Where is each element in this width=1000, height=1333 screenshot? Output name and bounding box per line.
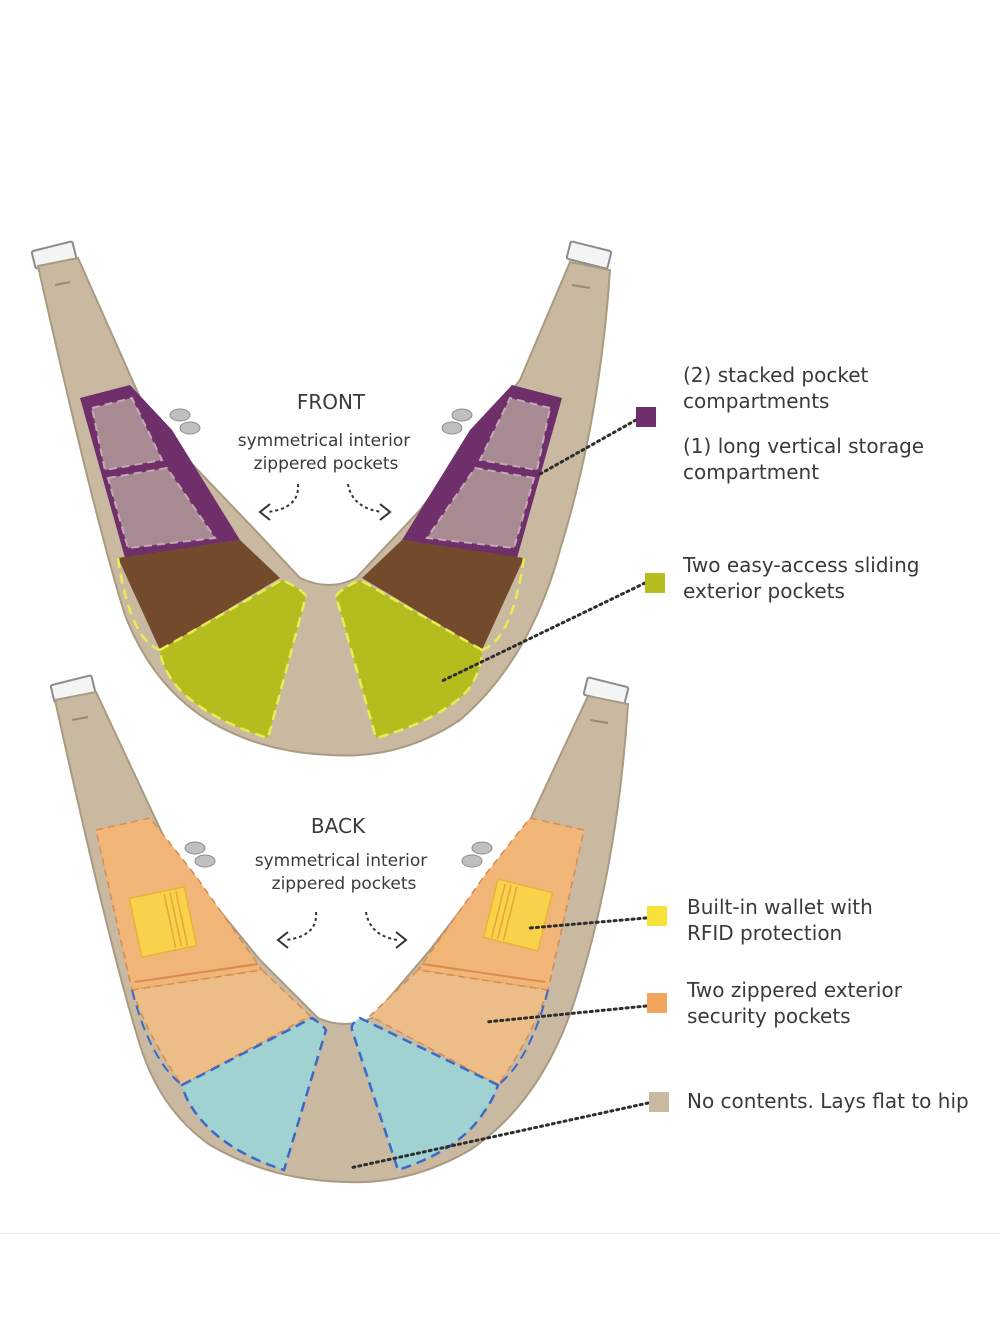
back-left-teal-pocket — [180, 1016, 328, 1172]
back-right-orange-lower — [368, 969, 550, 1086]
back-right-teal-pocket — [350, 1016, 500, 1172]
legend-wallet-line1: Built-in wallet with — [687, 895, 873, 919]
front-right-lower-pocket — [425, 466, 536, 550]
front-title: FRONT — [297, 390, 366, 414]
front-left-arrowhead — [258, 503, 271, 521]
back-right-arrowhead — [395, 931, 408, 949]
leader-flat — [348, 1101, 650, 1170]
leader-purple — [538, 418, 638, 476]
legend-vertical-line2: compartment — [683, 460, 820, 484]
back-right-arrow — [365, 911, 399, 941]
legend-swatch-lime — [645, 573, 665, 593]
front-right-lime-edge — [481, 557, 526, 652]
back-left-zip-line — [134, 963, 259, 983]
back-left-blue-edge — [131, 989, 183, 1086]
legend-stacked-line2: compartments — [683, 389, 830, 413]
front-right-upper-pocket — [478, 396, 552, 472]
front-subtitle-line2: zippered pockets — [254, 454, 399, 474]
back-left-wallet — [128, 885, 198, 959]
legend-swatch-yellow — [647, 906, 667, 926]
front-right-lime-pocket — [334, 578, 484, 740]
front-left-upper-pocket — [90, 396, 164, 472]
front-right-brown-band — [362, 540, 524, 650]
back-left-arrowhead — [276, 931, 289, 949]
legend-vertical-compartment: (1) long vertical storage compartment — [683, 433, 924, 485]
front-left-arrow — [267, 483, 300, 513]
back-title: BACK — [311, 814, 366, 838]
legend-sliding-line1: Two easy-access sliding — [683, 553, 920, 577]
back-right-zip-line — [421, 963, 546, 983]
legend-security-line1: Two zippered exterior — [687, 978, 902, 1002]
back-right-wallet — [482, 878, 554, 952]
back-subtitle-line1: symmetrical interior — [255, 851, 428, 871]
legend-no-contents: No contents. Lays flat to hip — [687, 1088, 969, 1114]
front-left-lower-pocket — [106, 466, 217, 550]
legend-vertical-line1: (1) long vertical storage — [683, 434, 925, 458]
legend-wallet: Built-in wallet with RFID protection — [687, 894, 873, 946]
front-strap-stitch — [54, 281, 71, 286]
back-strap-stitch-right — [589, 719, 609, 724]
legend-swatch-tan — [649, 1092, 669, 1112]
back-left-arrow — [285, 911, 318, 941]
front-strap-stitch-right — [571, 284, 591, 289]
legend-stacked-line1: (2) stacked pocket — [683, 363, 869, 387]
leader-wallet — [528, 916, 648, 930]
legend-wallet-line2: RFID protection — [687, 921, 843, 945]
legend-security-line2: security pockets — [687, 1004, 851, 1028]
back-subtitle-line2: zippered pockets — [272, 874, 417, 894]
legend-swatch-orange — [647, 993, 667, 1013]
front-left-brown-band — [118, 540, 280, 650]
back-left-zipper-pull — [184, 841, 216, 868]
front-left-zipper-pull — [169, 408, 201, 435]
front-right-buckle — [565, 240, 613, 270]
leader-lime — [438, 581, 647, 684]
front-view: FRONT symmetrical interior zippered pock… — [30, 240, 613, 757]
legend-security-pockets: Two zippered exterior security pockets — [687, 977, 902, 1029]
back-right-zipper-pull — [461, 841, 493, 868]
front-right-zipper-pull — [441, 408, 473, 435]
legend-stacked-pockets: (2) stacked pocket compartments — [683, 362, 868, 414]
leader-lines — [348, 418, 650, 1170]
front-subtitle-line1: symmetrical interior — [238, 431, 411, 451]
leader-security — [484, 1004, 648, 1024]
legend-flat-line1: No contents. Lays flat to hip — [687, 1089, 969, 1113]
front-right-arrow — [347, 483, 383, 513]
legend-sliding-pockets: Two easy-access sliding exterior pockets — [683, 552, 919, 604]
legend-sliding-line2: exterior pockets — [683, 579, 845, 603]
legend-swatch-purple — [636, 407, 656, 427]
front-right-arrowhead — [379, 503, 392, 521]
bottom-divider — [0, 1233, 1000, 1234]
back-view: BACK symmetrical interior zippered pocke… — [49, 674, 630, 1184]
front-left-lime-pocket — [158, 578, 308, 740]
front-left-lime-edge — [116, 557, 161, 652]
back-right-blue-edge — [497, 989, 549, 1086]
back-strap-stitch — [71, 716, 89, 721]
